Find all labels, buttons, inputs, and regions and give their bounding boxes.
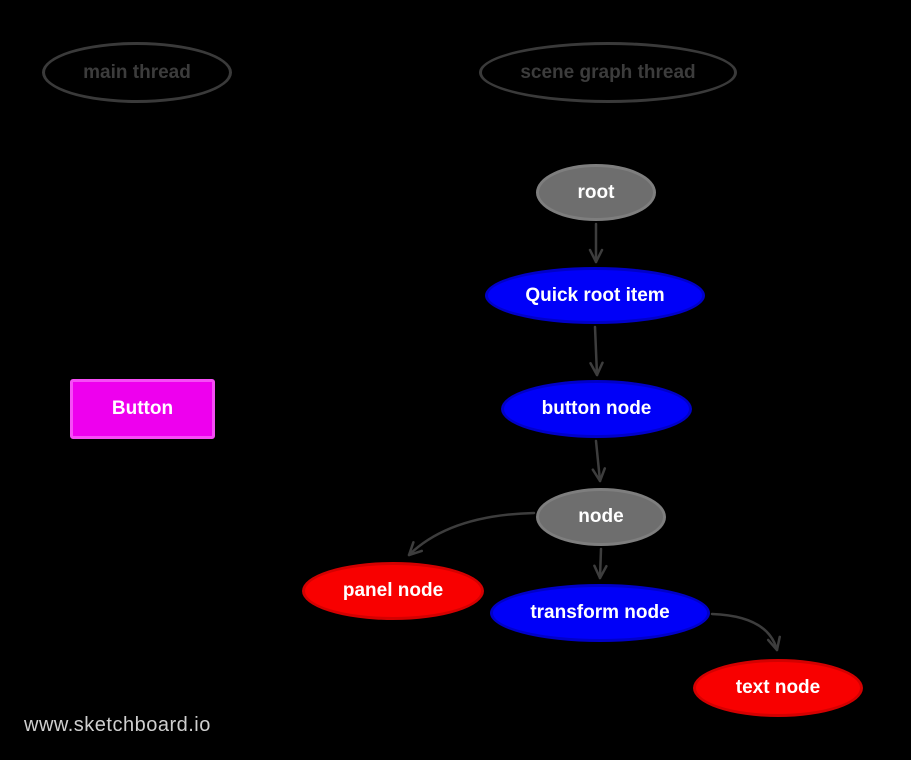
node-label: text node: [735, 677, 821, 698]
node-button-node[interactable]: button node: [501, 380, 692, 438]
node-label: panel node: [342, 580, 444, 601]
node-transform-node[interactable]: transform node: [490, 584, 710, 642]
node-label: transform node: [530, 602, 670, 623]
edge-button-node-to-node[interactable]: [591, 439, 607, 483]
node-panel-node[interactable]: panel node: [302, 562, 484, 620]
edge-node-to-panel-node[interactable]: [407, 511, 536, 557]
node-node[interactable]: node: [536, 488, 666, 546]
lane-label-text: main thread: [83, 61, 191, 83]
lane-label-main-thread[interactable]: main thread: [42, 42, 232, 103]
node-quick-root-item[interactable]: Quick root item: [485, 267, 705, 324]
node-button[interactable]: Button: [70, 379, 215, 439]
sketchboard-watermark: www.sketchboard.io: [24, 714, 211, 736]
lane-label-text: scene graph thread: [520, 61, 696, 83]
edge-transform-node-to-text-node[interactable]: [710, 612, 781, 652]
node-label: Button: [111, 398, 174, 419]
edge-quick-root-item-to-button-node[interactable]: [589, 325, 604, 377]
node-label: Quick root item: [525, 284, 665, 306]
node-text-node[interactable]: text node: [693, 659, 863, 717]
node-label: button node: [541, 398, 652, 419]
node-root[interactable]: root: [536, 164, 656, 221]
lane-label-scene-graph-thread[interactable]: scene graph thread: [479, 42, 737, 103]
node-label: root: [577, 181, 615, 203]
node-label: node: [578, 506, 624, 527]
edge-node-to-transform-node[interactable]: [593, 547, 608, 580]
